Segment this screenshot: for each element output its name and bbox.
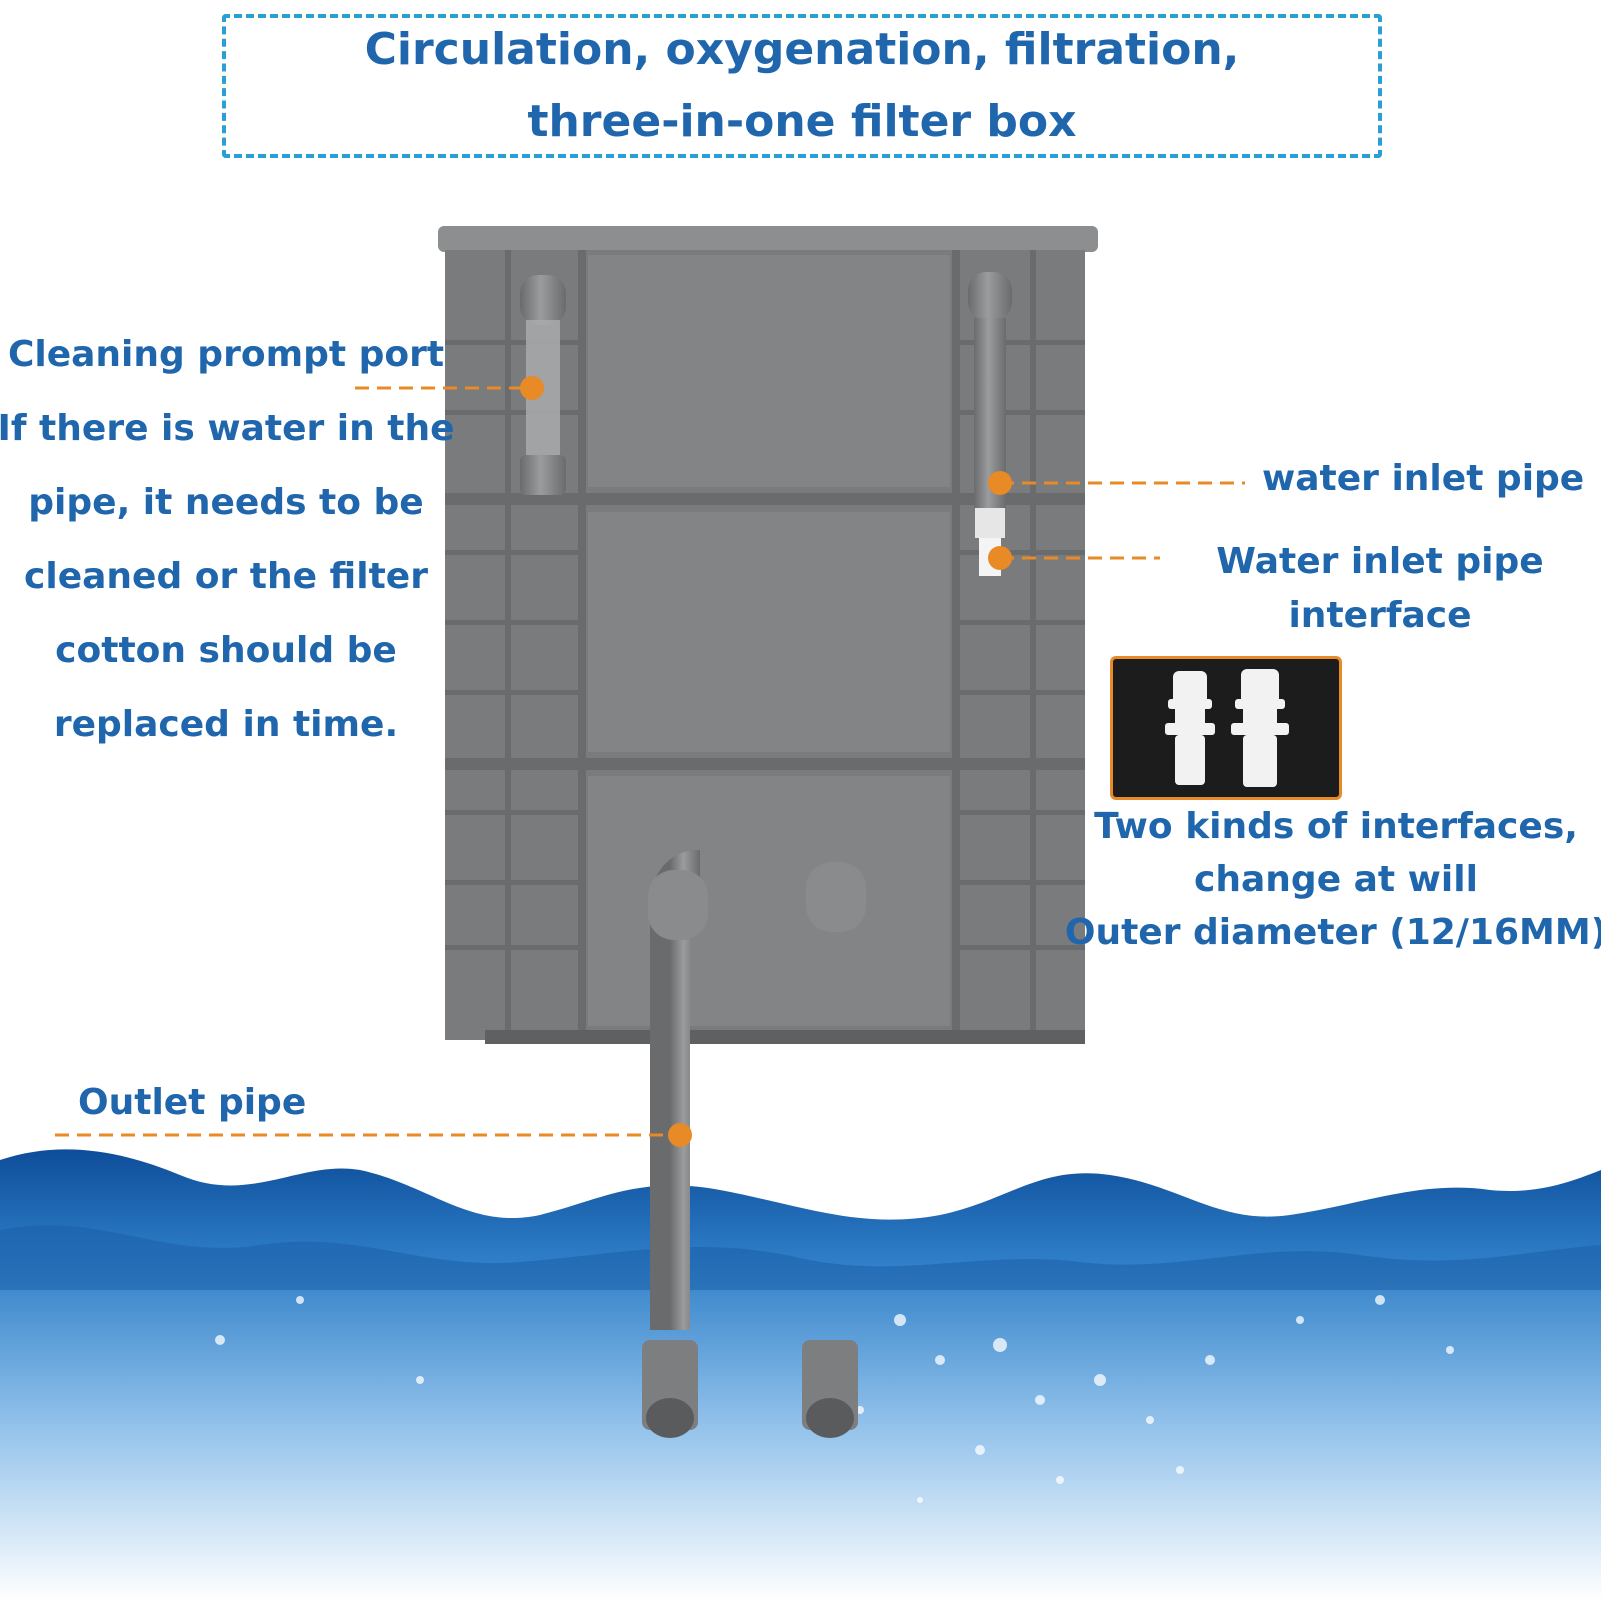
water-inlet-interface-line-1: Water inlet pipe (1216, 541, 1544, 582)
water-inlet-interface-line-2: interface (1288, 595, 1472, 636)
outlet-pipe-label: Outlet pipe (78, 1082, 307, 1123)
cleaning-port-line: If there is water in the (0, 408, 455, 449)
water-splash (0, 1149, 1601, 1601)
callout-dots (520, 376, 1012, 1147)
callout-lines (55, 386, 1245, 1137)
cleaning-port-label: Cleaning prompt port If there is water i… (0, 318, 455, 762)
cleaning-port-line: cleaned or the filter (24, 556, 428, 597)
title-box: Circulation, oxygenation, filtration, th… (222, 14, 1382, 158)
water-inlet-interface-label: Water inlet pipe interface (1180, 535, 1580, 643)
cleaning-port-line: cotton should be (55, 630, 397, 671)
cleaning-port-line: pipe, it needs to be (28, 482, 424, 523)
interfaces-photo (1110, 656, 1342, 800)
water-inlet-pipe-label: water inlet pipe (1262, 458, 1585, 499)
interfaces-label: Two kinds of interfaces, change at will … (1065, 800, 1601, 959)
filter-box (438, 226, 1098, 1438)
interfaces-line-2: change at will (1194, 859, 1478, 900)
cleaning-port-heading: Cleaning prompt port (7, 334, 445, 375)
title-line-2: three-in-one filter box (527, 96, 1077, 147)
cleaning-port-line: replaced in time. (53, 704, 399, 745)
interfaces-line-1: Two kinds of interfaces, (1094, 806, 1578, 847)
hose-connector-icon (1165, 669, 1289, 787)
title-line-1: Circulation, oxygenation, filtration, (364, 24, 1240, 75)
interfaces-line-3: Outer diameter (12/16MM) (1064, 912, 1601, 953)
